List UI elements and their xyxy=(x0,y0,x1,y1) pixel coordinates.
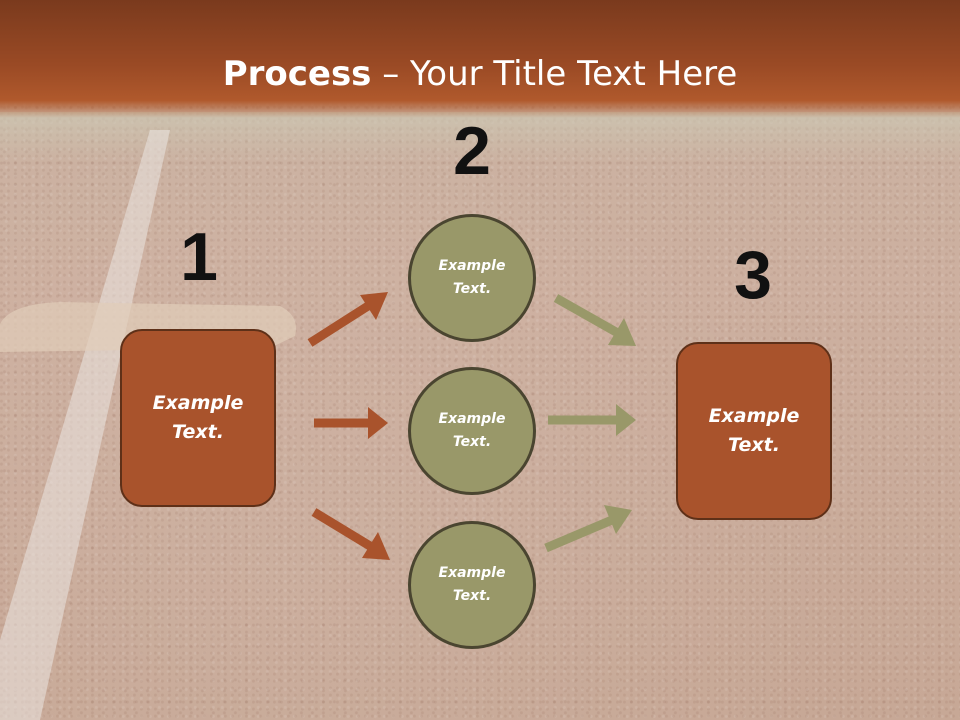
page-title: Process – Your Title Text Here xyxy=(0,52,960,96)
process-circle-bottom: Example Text. xyxy=(408,521,536,649)
title-rest: – Your Title Text Here xyxy=(371,54,738,94)
process-circle-top: Example Text. xyxy=(408,214,536,342)
process-circle-top-label: Example Text. xyxy=(438,258,506,297)
step-number-3: 3 xyxy=(734,237,772,313)
arrow-right-top xyxy=(553,294,636,346)
arrow-right-bottom xyxy=(544,505,632,553)
process-circle-bottom-label: Example Text. xyxy=(438,565,506,604)
arrow-left-top xyxy=(307,292,388,347)
title-bar xyxy=(0,0,960,118)
process-circle-middle: Example Text. xyxy=(408,367,536,495)
process-circle-middle-label: Example Text. xyxy=(438,411,506,450)
process-box-right-label: Example Text. xyxy=(708,405,800,456)
process-box-left-label: Example Text. xyxy=(152,392,244,443)
process-box-left: Example Text. xyxy=(120,329,276,507)
title-bold: Process xyxy=(222,54,372,94)
chalk-line xyxy=(0,130,170,720)
arrow-right-middle xyxy=(548,404,636,436)
arrow-left-middle xyxy=(314,407,388,439)
process-box-right: Example Text. xyxy=(676,342,832,520)
step-number-1: 1 xyxy=(180,219,218,295)
arrow-left-bottom xyxy=(311,508,390,560)
step-number-2: 2 xyxy=(453,113,491,189)
